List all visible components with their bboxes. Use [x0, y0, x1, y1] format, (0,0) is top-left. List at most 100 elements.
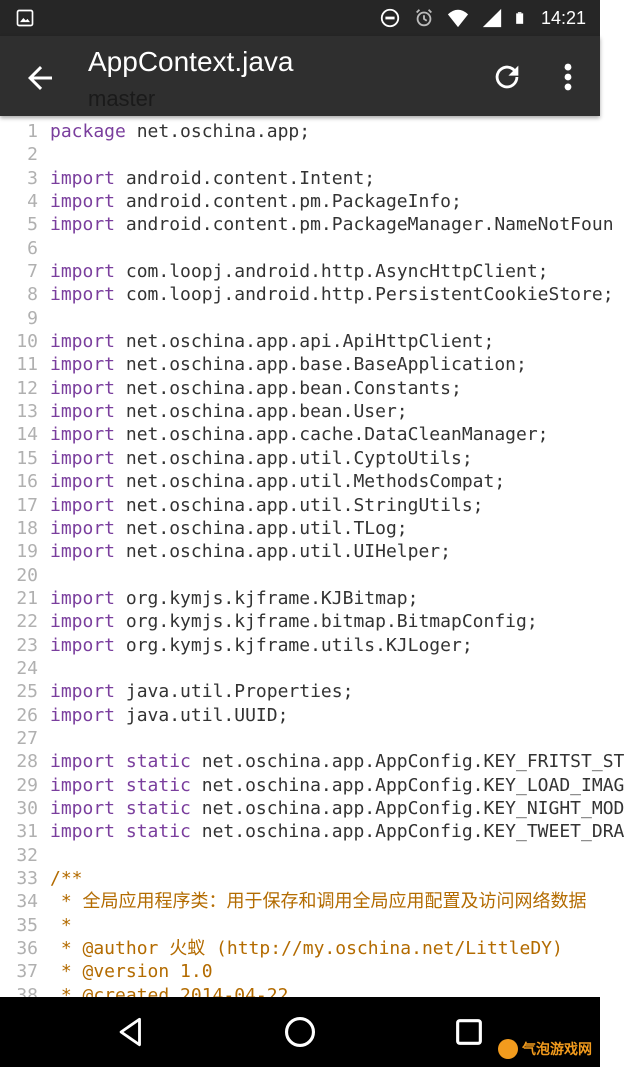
code-keyword: import: [50, 424, 116, 446]
code-keyword: import: [50, 681, 116, 703]
code-text: net.oschina.app.util.TLog;: [115, 517, 408, 539]
code-text: net.oschina.app.bean.User;: [115, 401, 408, 423]
code-text: net.oschina.app.util.StringUtils;: [115, 494, 484, 516]
code-text: java.util.UUID;: [115, 704, 289, 726]
line-number: 29: [16, 774, 38, 796]
line-number: 8: [27, 284, 38, 306]
code-line: 7 import com.loopj.android.http.AsyncHttp…: [0, 260, 600, 283]
code-keyword: import: [50, 261, 116, 283]
back-arrow-icon[interactable]: [22, 60, 58, 96]
code-text: net.oschina.app.base.BaseApplication;: [115, 354, 527, 376]
code-comment: * @version 1.0: [50, 961, 213, 983]
code-keyword: import: [50, 704, 116, 726]
code-line: 35 *: [0, 914, 600, 937]
code-text: com.loopj.android.http.AsyncHttpClient;: [115, 261, 549, 283]
code-text: com.loopj.android.http.PersistentCookieS…: [115, 284, 614, 306]
line-number: 28: [16, 751, 38, 773]
code-keyword: import: [50, 471, 116, 493]
line-number: 3: [27, 167, 38, 189]
image-icon: [16, 9, 34, 27]
code-text: net.oschina.app.util.MethodsCompat;: [115, 471, 506, 493]
code-keyword: import: [50, 447, 116, 469]
line-number: 7: [27, 261, 38, 283]
code-line: 2: [0, 143, 600, 166]
code-keyword: import: [50, 167, 116, 189]
code-keyword: import: [50, 587, 116, 609]
code-text: org.kymjs.kjframe.utils.KJLoger;: [115, 634, 473, 656]
code-text: android.content.Intent;: [115, 167, 376, 189]
recents-nav-icon[interactable]: [452, 1015, 486, 1049]
refresh-icon[interactable]: [490, 60, 524, 94]
code-line: 6: [0, 237, 600, 260]
line-number: 26: [16, 704, 38, 726]
more-vert-icon[interactable]: [556, 60, 580, 94]
line-number: 36: [16, 938, 38, 960]
line-number: 27: [16, 727, 38, 749]
page-title: AppContext.java: [88, 46, 294, 77]
line-number: 14: [16, 424, 38, 446]
code-line: 37 * @version 1.0: [0, 960, 600, 983]
watermark-text: 气泡游戏网: [522, 1041, 592, 1057]
code-keyword: import static: [50, 797, 191, 819]
code-line: 26 import java.util.UUID;: [0, 704, 600, 727]
code-keyword: import: [50, 494, 116, 516]
code-text: org.kymjs.kjframe.KJBitmap;: [115, 587, 419, 609]
code-text: java.util.Properties;: [115, 681, 354, 703]
code-keyword: import: [50, 401, 116, 423]
code-text: android.content.pm.PackageInfo;: [115, 191, 462, 213]
code-text: net.oschina.app.AppConfig.KEY_NIGHT_MOD: [190, 797, 624, 819]
code-keyword: import: [50, 611, 116, 633]
line-number: 9: [27, 307, 38, 329]
branch-subtitle: master: [88, 86, 156, 111]
line-number: 1: [27, 121, 38, 142]
status-bar: 14:21: [0, 0, 600, 36]
code-text: net.oschina.app;: [125, 121, 311, 142]
line-number: 35: [16, 914, 38, 936]
watermark: 气泡游戏网: [498, 1039, 592, 1059]
line-number: 32: [16, 844, 38, 866]
home-nav-icon[interactable]: [283, 1015, 317, 1049]
code-text: org.kymjs.kjframe.bitmap.BitmapConfig;: [115, 611, 538, 633]
code-text: net.oschina.app.util.UIHelper;: [115, 541, 451, 563]
line-number: 10: [16, 331, 38, 353]
code-line: 20: [0, 564, 600, 587]
code-line: 9: [0, 307, 600, 330]
code-line: 32: [0, 844, 600, 867]
line-number: 4: [27, 191, 38, 213]
watermark-logo-icon: [498, 1039, 518, 1059]
code-line: 34 * 全局应用程序类：用于保存和调用全局应用配置及访问网络数据: [0, 890, 600, 913]
code-text: net.oschina.app.AppConfig.KEY_FRITST_ST: [190, 751, 624, 773]
line-number: 19: [16, 541, 38, 563]
code-line: 21 import org.kymjs.kjframe.KJBitmap;: [0, 587, 600, 610]
line-number: 23: [16, 634, 38, 656]
code-comment: * 全局应用程序类：用于保存和调用全局应用配置及访问网络数据: [50, 891, 587, 913]
code-keyword: import: [50, 541, 116, 563]
code-keyword: import: [50, 191, 116, 213]
back-nav-icon[interactable]: [114, 1015, 148, 1049]
code-keyword: import static: [50, 774, 191, 796]
line-number: 21: [16, 587, 38, 609]
line-number: 16: [16, 471, 38, 493]
line-number: 18: [16, 517, 38, 539]
battery-icon: [516, 12, 524, 24]
code-comment: *: [50, 914, 72, 936]
code-keyword: import: [50, 354, 116, 376]
code-text: net.oschina.app.cache.DataCleanManager;: [115, 424, 549, 446]
code-line: 3 import android.content.Intent;: [0, 167, 600, 190]
code-keyword: import static: [50, 821, 191, 843]
code-line: 16 import net.oschina.app.util.MethodsCom…: [0, 470, 600, 493]
line-number: 20: [16, 564, 38, 586]
